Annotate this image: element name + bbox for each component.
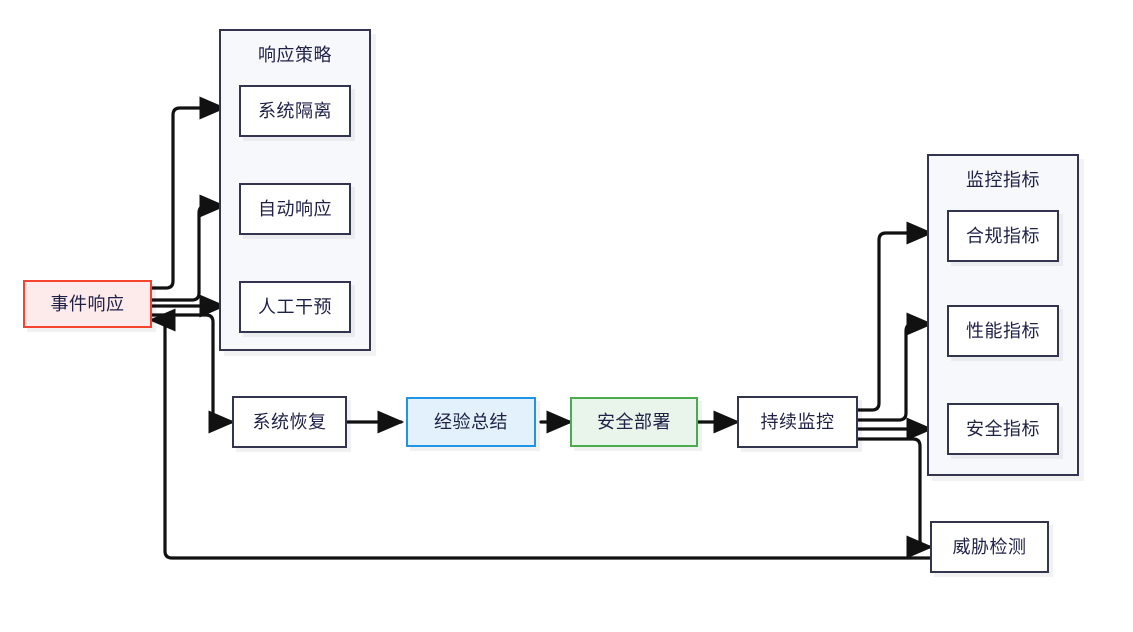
node-security-metrics-label: 安全指标 bbox=[966, 419, 1040, 439]
cluster-monitoring-metrics-title: 监控指标 bbox=[966, 170, 1040, 190]
node-continuous-monitoring-label: 持续监控 bbox=[760, 412, 835, 432]
node-automatic-response[interactable]: 自动响应 bbox=[239, 183, 351, 235]
edge-monitor-performance bbox=[856, 312, 934, 422]
node-system-recovery[interactable]: 系统恢复 bbox=[232, 396, 347, 448]
edge-monitor-compliance bbox=[856, 221, 934, 412]
node-lessons-learned[interactable]: 经验总结 bbox=[406, 397, 536, 447]
node-compliance-metrics-label: 合规指标 bbox=[966, 226, 1040, 246]
node-incident-response[interactable]: 事件响应 bbox=[23, 280, 152, 328]
node-system-isolation[interactable]: 系统隔离 bbox=[239, 85, 351, 137]
node-manual-intervention[interactable]: 人工干预 bbox=[239, 281, 351, 333]
node-security-deployment[interactable]: 安全部署 bbox=[570, 397, 698, 447]
edge-incident-isolate bbox=[150, 96, 227, 290]
cluster-response-strategy-title: 响应策略 bbox=[258, 45, 332, 65]
node-system-recovery-label: 系统恢复 bbox=[252, 412, 327, 432]
node-incident-response-label: 事件响应 bbox=[50, 294, 125, 314]
node-performance-metrics[interactable]: 性能指标 bbox=[947, 305, 1059, 357]
node-manual-intervention-label: 人工干预 bbox=[258, 297, 332, 317]
node-threat-detection-label: 威胁检测 bbox=[952, 537, 1027, 557]
node-lessons-learned-label: 经验总结 bbox=[434, 412, 508, 432]
edge-monitor-threat bbox=[856, 437, 934, 559]
node-automatic-response-label: 自动响应 bbox=[258, 199, 332, 219]
edge-incident-auto bbox=[150, 194, 227, 302]
node-security-deployment-label: 安全部署 bbox=[597, 412, 671, 432]
node-threat-detection[interactable]: 威胁检测 bbox=[930, 521, 1049, 573]
node-compliance-metrics[interactable]: 合规指标 bbox=[947, 210, 1059, 262]
node-security-metrics[interactable]: 安全指标 bbox=[947, 403, 1059, 455]
node-continuous-monitoring[interactable]: 持续监控 bbox=[737, 396, 858, 448]
node-performance-metrics-label: 性能指标 bbox=[966, 321, 1040, 341]
node-system-isolation-label: 系统隔离 bbox=[258, 101, 332, 121]
